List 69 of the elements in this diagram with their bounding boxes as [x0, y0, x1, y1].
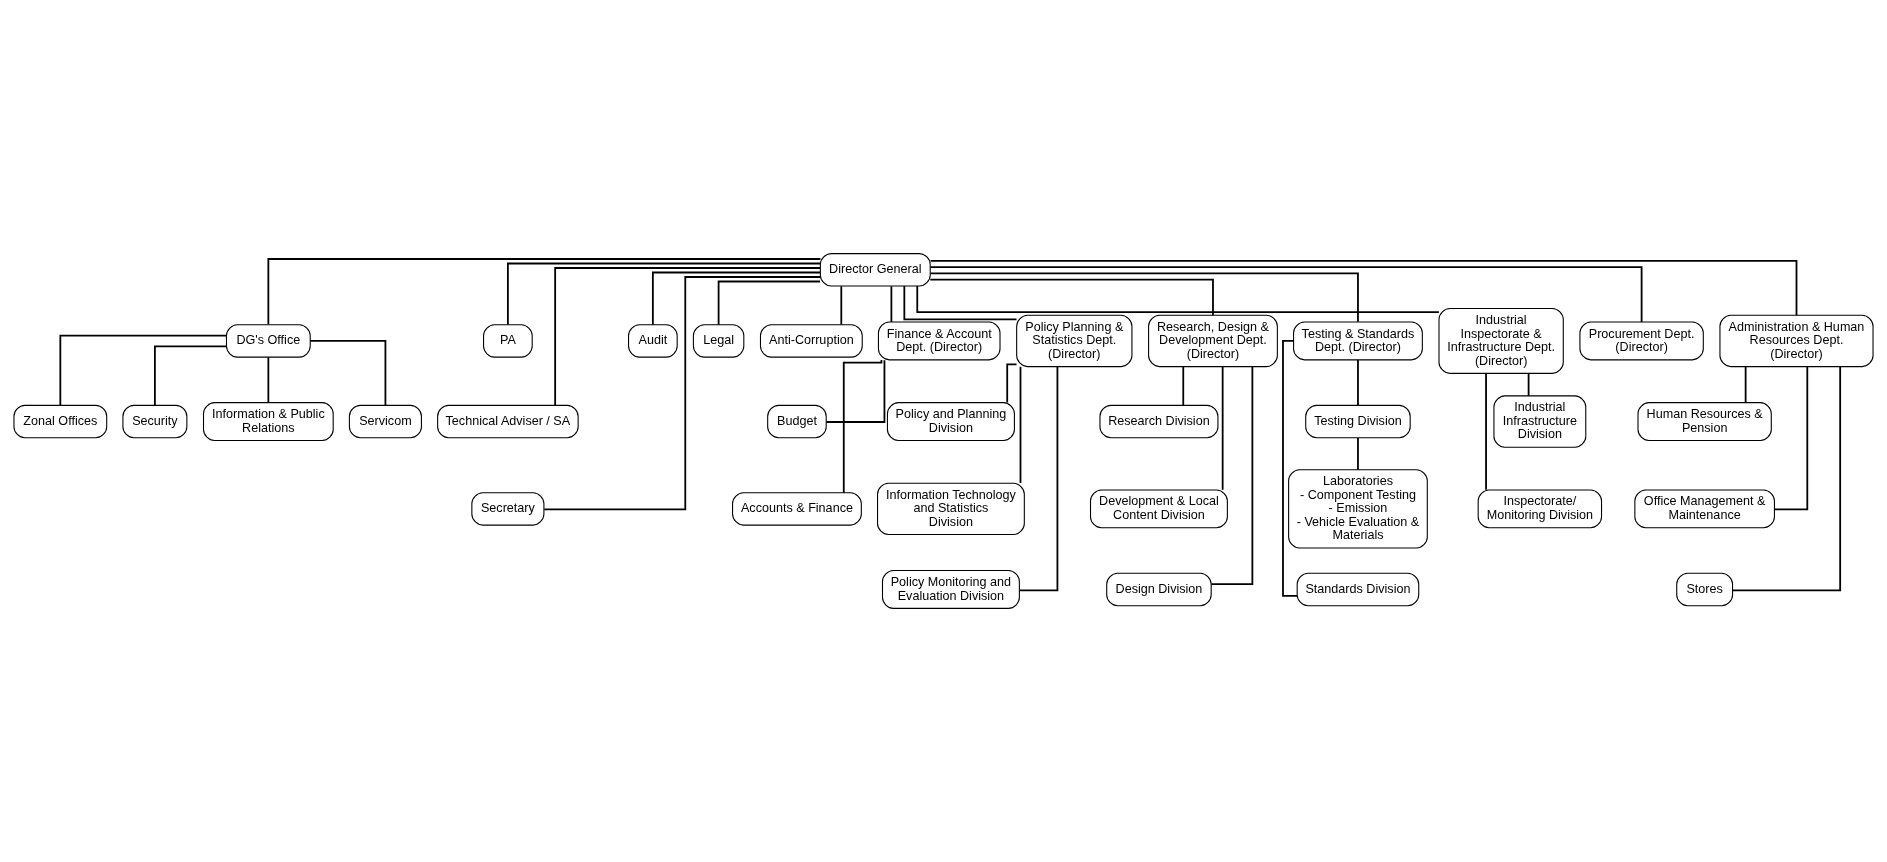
node-box: Budget [767, 404, 827, 439]
connector [1731, 365, 1842, 592]
node-box: Laboratories - Component Testing - Emission - Vehicle Evaluation & Materials [1288, 469, 1428, 549]
node-box: Design Division [1106, 572, 1212, 607]
connector [1744, 366, 1747, 404]
node-box: Zonal Offices [13, 404, 108, 439]
node-box: Audit [628, 324, 678, 358]
connector [1485, 372, 1487, 491]
node-box: Procurement Dept. (Director) [1579, 321, 1704, 361]
connector [554, 267, 822, 406]
node-box: Testing Division [1305, 404, 1411, 439]
node-box: Stores [1676, 572, 1734, 607]
node-box: Information Technology and Statistics Division [877, 482, 1025, 536]
connector [651, 271, 822, 326]
connector [507, 262, 822, 326]
connector [717, 280, 821, 326]
connector [916, 285, 1440, 314]
connector [1357, 437, 1359, 471]
node-box: Industrial Inspectorate & Infrastructure Dept. (Director) [1438, 308, 1564, 374]
node-box: Industrial Infrastructure Division [1493, 395, 1587, 448]
connector [1282, 340, 1298, 597]
connector [1210, 365, 1254, 585]
node-box: Technical Adviser / SA [437, 404, 579, 439]
node-box: Servicom [348, 404, 422, 439]
connector [929, 266, 1643, 323]
node-box: Inspectorate/ Monitoring Division [1477, 489, 1603, 529]
node-box: Policy Monitoring and Evaluation Division [881, 570, 1020, 609]
node-box: Human Resources & Pension [1637, 402, 1772, 441]
connector [840, 285, 843, 326]
connector [929, 272, 1359, 323]
node-box: Security [122, 404, 188, 439]
node-box: Secretary [471, 492, 545, 526]
node-box: DG's Office [225, 324, 311, 358]
connector [1006, 363, 1018, 404]
connector [1357, 359, 1359, 407]
node-box: Standards Division [1296, 572, 1420, 607]
connector [1221, 365, 1224, 491]
node-box: Policy Planning & Statistics Dept. (Director) [1016, 314, 1133, 368]
node-box: Director General [819, 253, 931, 287]
connector [903, 285, 1018, 321]
node-box: Policy and Planning Division [886, 402, 1015, 441]
connector [929, 259, 1798, 317]
connector [309, 340, 387, 407]
connector [825, 359, 886, 423]
node-box: Testing & Standards Dept. (Director) [1293, 321, 1423, 361]
connector [1527, 372, 1530, 397]
node-box: Finance & Account Dept. (Director) [877, 321, 1001, 361]
node-box: Anti-Corruption [759, 324, 863, 358]
node-box: Administration & Human Resources Dept. (Director) [1719, 314, 1874, 368]
connector [929, 278, 1214, 316]
connector [1182, 366, 1185, 407]
connector [842, 359, 883, 494]
connector [1019, 365, 1022, 484]
node-box: Office Management & Maintenance [1634, 489, 1775, 529]
node-box: Information & Public Relations [203, 402, 334, 441]
node-box: Development & Local Content Division [1089, 489, 1228, 529]
connector [59, 334, 228, 406]
node-box: Legal [692, 324, 745, 358]
node-box: PA [483, 324, 533, 358]
connector [267, 258, 822, 326]
connector [1018, 365, 1059, 592]
connector [890, 285, 893, 323]
node-box: Research, Design & Development Dept. (Director) [1148, 314, 1278, 368]
node-box: Accounts & Finance [732, 492, 862, 526]
node-box: Research Division [1099, 404, 1219, 439]
connector [1773, 366, 1809, 511]
connector [543, 276, 822, 511]
connector [267, 356, 270, 404]
connector [154, 345, 228, 407]
